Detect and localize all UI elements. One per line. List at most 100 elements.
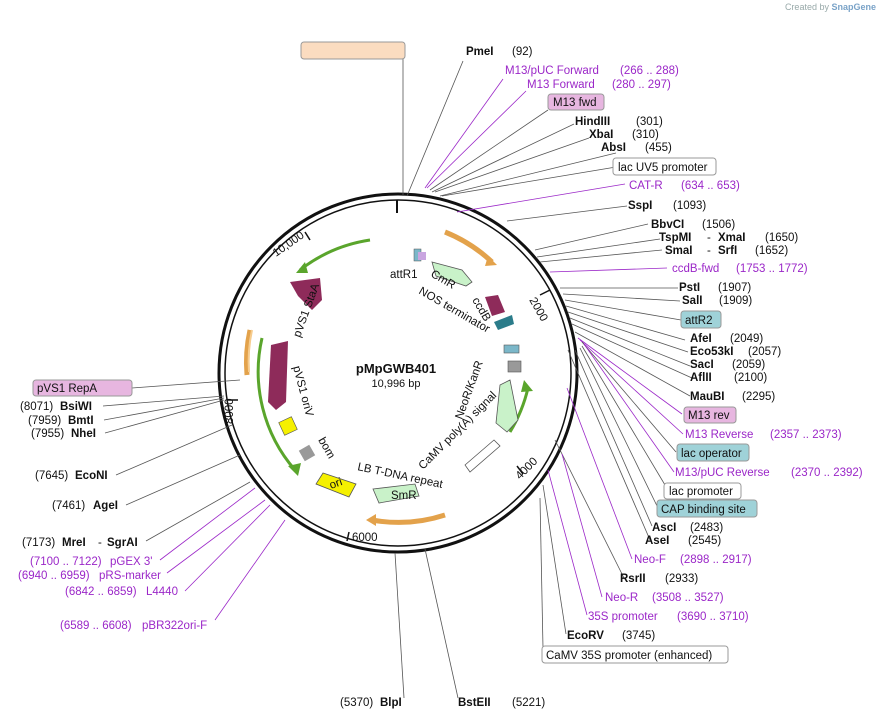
pos-m13puc-rev: (2370 .. 2392) [791,467,863,479]
pos-sali: (1909) [719,295,752,307]
label-ori: ori [328,476,344,492]
pos-absi: (455) [645,142,672,154]
label-pmei: PmeI [466,46,494,58]
arc-head [485,256,497,266]
pos-eco53ki: (2057) [748,346,781,358]
tick-label-6000: 6000 [352,532,378,544]
cap-box [656,499,758,518]
pos-neo-r: (3508 .. 3527) [652,592,724,604]
pos-prs: (6940 .. 6959) [18,570,90,582]
bom-marker [298,444,316,462]
credit: Created by SnapGene [785,2,876,12]
label-camv: CaMV poly(A) signal [417,390,500,473]
m13fwd-box [547,93,605,111]
pos-hindiii: (301) [636,116,663,128]
label-asci: AscI [652,522,676,534]
cmr-arrow [431,261,473,287]
pos-rsrii: (2933) [665,573,698,585]
label-hindiii: HindIII [575,116,610,128]
label-xbai: XbaI [589,129,613,141]
lac-marker [418,252,426,260]
nos-terminator [494,315,514,330]
pos-m13-forward: (280 .. 297) [612,79,671,91]
camv-arrow [464,439,501,473]
pos-ecorv: (3745) [622,630,655,642]
label-pbr322: pBR322ori-F [142,620,207,632]
pos-maubi: (2295) [742,391,775,403]
gray-marker [507,360,522,373]
pvs1-staa-arrow [290,278,322,310]
pos-l4440: (6842 .. 6859) [65,586,137,598]
pos-pmei: (92) [512,46,533,58]
label-pvs1-repa: pVS1 RepA [37,383,97,395]
label-sali: SalI [682,295,702,307]
orange-arc-bottom [371,512,446,525]
label-m13-reverse: M13 Reverse [685,429,753,441]
label-m13rev: M13 rev [688,410,730,422]
tick-label-10000: 10,000 [271,229,307,259]
label-35s: 35S promoter [588,611,658,623]
green-arc-top [299,238,371,272]
label-mrei: MreI [62,537,86,549]
label-column-right: PmeI (92) M13/pUC Forward (266 .. 288) M… [300,41,863,709]
dash-sep: - [98,537,102,549]
m13rev-box [683,406,737,424]
label-m13fwd: M13 fwd [553,97,596,109]
ori-arrow [315,472,357,498]
label-bsteii: BstEII [458,697,491,709]
label-xmai: XmaI [718,232,746,244]
leader-lines [102,57,693,699]
lacprom-box [663,482,742,500]
pos-bsiwi: (8071) [20,401,53,413]
plasmid-size: 10,996 bp [372,378,421,390]
attr2-box [680,310,722,329]
label-pgex: pGEX 3' [110,556,152,568]
label-rsrii: RsrII [620,573,646,585]
pos-afei: (2049) [730,333,763,345]
label-camv35s: CaMV 35S promoter (enhanced) [546,650,712,662]
label-column-left: (6589 .. 6608) pBR322ori-F (6842 .. 6859… [18,379,207,632]
arc-head [296,262,308,273]
pos-blpi: (5370) [340,697,373,709]
pos-bmti: (7959) [28,415,61,427]
label-saci: SacI [690,359,714,371]
label-smr: SmR [391,490,417,502]
ccdb-arrow [485,295,505,316]
label-m13puc-fwd: M13/pUC Forward [505,65,599,77]
pos-m13-reverse: (2357 .. 2373) [770,429,842,441]
pos-xmai: (1650) [765,232,798,244]
label-maubi: MauBI [690,391,725,403]
label-cat-r: CAT-R [629,180,663,192]
pos-psti: (1907) [718,282,751,294]
label-prs: pRS-marker [99,570,161,582]
label-eco53ki: Eco53kI [690,346,733,358]
oriv-marker [278,416,298,436]
tick-6000 [346,531,350,542]
pos-cat-r: (634 .. 653) [681,180,740,192]
pos-sspi: (1093) [673,200,706,212]
label-blpi: BlpI [380,697,402,709]
pos-asci: (2483) [690,522,723,534]
label-tspmi: TspMI [659,232,691,244]
tick-4000 [516,465,524,475]
pos-mrei: (7173) [22,537,55,549]
label-ecorv: EcoRV [567,630,604,642]
label-sspi: SspI [628,200,652,212]
pos-srfi: (1652) [755,245,788,257]
label-m13-forward: M13 Forward [527,79,595,91]
label-l4440: L4440 [146,586,178,598]
plasmid-name: pMpGWB401 [356,361,436,376]
label-lacuv5: lac UV5 promoter [618,162,708,174]
label-lacop: lac operator [681,448,742,460]
label-attr2-box: attR2 [685,315,713,327]
pos-agei: (7461) [52,500,85,512]
label-lacprom: lac promoter [669,486,733,498]
label-psti: PstI [679,282,700,294]
rb-tdna-box [300,41,406,60]
label-ccdb-fwd: ccdB-fwd [672,263,719,275]
arc-head [521,380,533,392]
pos-neo-f: (2898 .. 2917) [680,554,752,566]
lacop-box [676,443,750,462]
